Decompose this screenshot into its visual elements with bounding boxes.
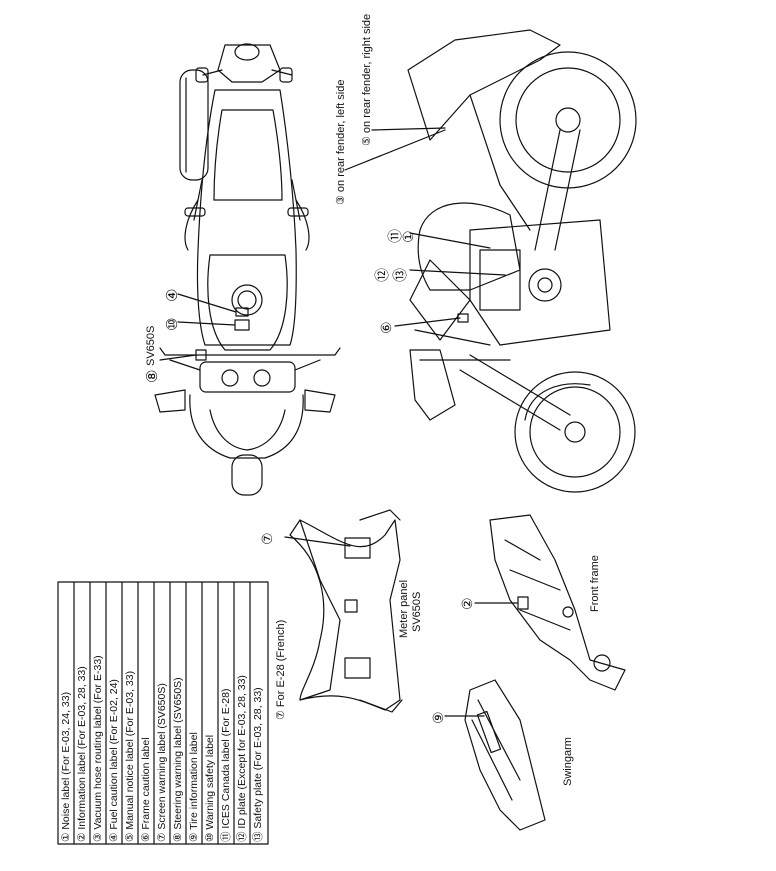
legend-item-7: ⑦ Screen warning label (SV650S) (156, 683, 168, 842)
legend-item-13: ⑬ Safety plate (For E-03, 28, 33) (252, 687, 264, 842)
legend-item-3: ③ Vacuum hose routing label (For E-33) (92, 655, 104, 842)
caption-swingarm: Swingarm (562, 737, 574, 786)
legend-table-grid (57, 581, 269, 845)
callout-6: ⑥ (378, 321, 394, 334)
legend-item-6: ⑥ Frame caution label (140, 737, 152, 842)
caption-meter-panel-model: SV650S (411, 591, 423, 632)
callout-13: ⑬ (392, 268, 408, 282)
meter-panel-drawing (284, 509, 403, 713)
callout-4: ④ (164, 288, 181, 302)
callout-2: ② (459, 597, 475, 610)
legend-item-4: ④ Fuel caution label (For E-02, 24) (108, 679, 120, 842)
callout-7: ⑦ (259, 532, 275, 545)
legend-item-2: ② Information label (For E-03, 28, 33) (76, 666, 88, 842)
legend-item-10: ⑩ Warning safety label (204, 734, 216, 842)
side-view-motorcycle-drawing (344, 29, 637, 493)
legend-item-8: ⑧ Steering warning label (SV650S) (172, 677, 184, 842)
legend-item-1: ① Noise label (For E-03, 24, 33) (60, 691, 72, 842)
caption-front-frame: Front frame (589, 555, 601, 612)
legend-item-12: ⑫ ID plate (Except for E-03, 28, 33) (236, 675, 248, 842)
swingarm-drawing (444, 679, 546, 831)
caption-meter-panel: Meter panel (398, 579, 410, 638)
callout-12: ⑫ (374, 268, 390, 282)
callout-5-rear-fender-right: ⑤ on rear fender, right side (361, 13, 373, 146)
legend-item-5: ⑤ Manual notice label (For E-03, 33) (124, 670, 136, 842)
callout-7-french: ⑦ For E-28 (French) (275, 619, 287, 720)
callout-1: ① (400, 230, 416, 243)
legend-item-9: ⑨ Tire information label (188, 732, 200, 842)
callout-8: ⑧ (144, 369, 161, 383)
callout-10: ⑩ (164, 317, 181, 331)
legend-item-11: ⑪ ICES Canada label (For E-28) (220, 688, 232, 843)
callout-3-rear-fender-left: ③ on rear fender, left side (335, 79, 347, 205)
callout-9: ⑨ (430, 711, 446, 724)
callout-8-model: SV650S (145, 325, 157, 366)
front-frame-drawing (474, 514, 626, 691)
top-view-motorcycle-drawing (154, 43, 341, 496)
